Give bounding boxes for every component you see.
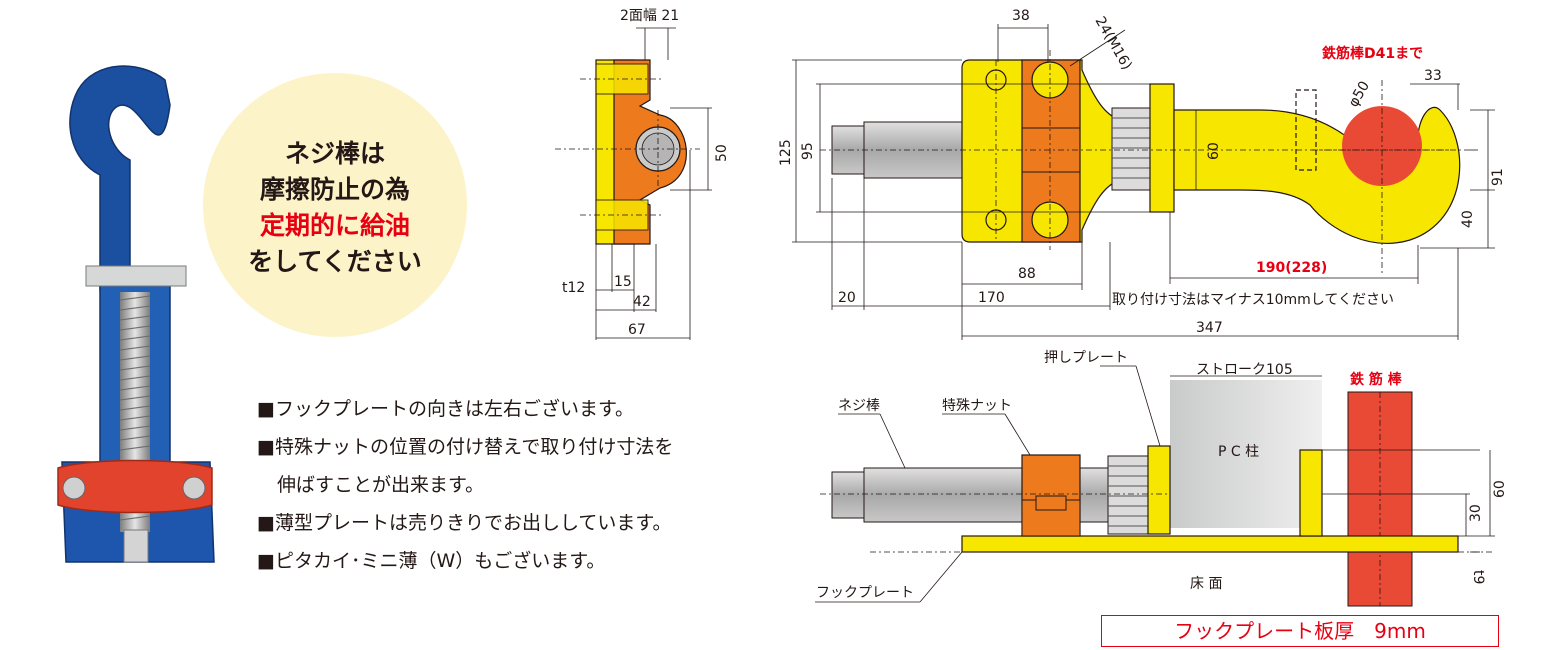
top-dim-38: 38 (1012, 8, 1030, 24)
top-dim-125: 125 (778, 139, 794, 166)
front-dim-50: 50 (714, 144, 730, 162)
front-dim-15: 15 (614, 274, 632, 290)
side-dim-30: 30 (1468, 504, 1484, 522)
note-item-continued: 伸ばすことが出来ます。 (277, 474, 485, 496)
note-item: ■フックプレートの向きは左右ございます。 (257, 398, 635, 420)
side-dim-60: 60 (1492, 480, 1508, 498)
front-dim-42: 42 (633, 294, 651, 310)
front-dim-t12: t12 (562, 280, 585, 296)
top-dim-40: 40 (1460, 210, 1476, 228)
top-install-note: 取り付け寸法はマイナス10mmしてください (1112, 292, 1394, 308)
note-item: ■ピタカイ･ミニ薄（W）もございます。 (257, 550, 606, 572)
side-pc-column-label: P C 柱 (1218, 444, 1259, 460)
notes-list: ■フックプレートの向きは左右ございます。 ■特殊ナットの位置の付け替えで取り付け… (257, 390, 673, 580)
top-dim-phi50: φ50 (1346, 79, 1373, 110)
top-dim-91: 91 (1490, 168, 1506, 186)
top-rebar-max: 鉄筋棒D41まで (1322, 45, 1423, 62)
bubble-line-2: 摩擦防止の為 (259, 175, 410, 204)
bubble-text: ネジ棒は 摩擦防止の為 定期的に給油 をしてください (203, 136, 467, 280)
side-rebar-label: 鉄 筋 棒 (1350, 371, 1403, 388)
top-dim-190: 190(228) (1256, 260, 1327, 276)
note-item: ■特殊ナットの位置の付け替えで取り付け寸法を (257, 436, 674, 458)
top-dim-60: 60 (1206, 142, 1222, 160)
side-stroke-label: ストローク105 (1196, 362, 1293, 378)
front-width-across-label: 2面幅 21 (620, 8, 679, 24)
side-dim-t9: t9 (1470, 570, 1486, 584)
bubble-line-1: ネジ棒は (284, 139, 385, 168)
top-dim-bolt: 24(M16) (1092, 14, 1135, 73)
top-dim-88: 88 (1018, 266, 1036, 282)
front-dim-67: 67 (628, 322, 646, 338)
side-push-plate-label: 押しプレート (1044, 350, 1128, 366)
front-view: 2面幅 21 50 t12 15 42 67 (555, 8, 730, 340)
top-dim-20: 20 (838, 290, 856, 306)
top-dim-347: 347 (1196, 320, 1223, 336)
side-screw-rod-label: ネジ棒 (838, 398, 880, 414)
speech-bubble (203, 73, 467, 337)
top-dim-33: 33 (1424, 68, 1442, 84)
bubble-line-3: 定期的に給油 (259, 211, 410, 240)
bubble-line-4: をしてください (248, 247, 422, 276)
plate-thickness-box: フックプレート板厚 9mm (1101, 615, 1499, 647)
side-special-nut-label: 特殊ナット (942, 398, 1012, 414)
top-view: 38 24(M16) 鉄筋棒D41まで φ50 33 125 95 60 91 … (778, 8, 1506, 340)
side-hook-plate-label: フックプレート (816, 585, 914, 601)
side-view: 押しプレート ストローク105 鉄 筋 棒 ネジ棒 特殊ナット P C 柱 60… (815, 350, 1508, 607)
top-dim-170: 170 (978, 290, 1005, 306)
product-illustration (57, 65, 215, 563)
top-dim-95: 95 (800, 142, 816, 160)
side-floor-label: 床 面 (1190, 576, 1222, 592)
note-item: ■薄型プレートは売りきりでお出ししています。 (257, 512, 672, 534)
